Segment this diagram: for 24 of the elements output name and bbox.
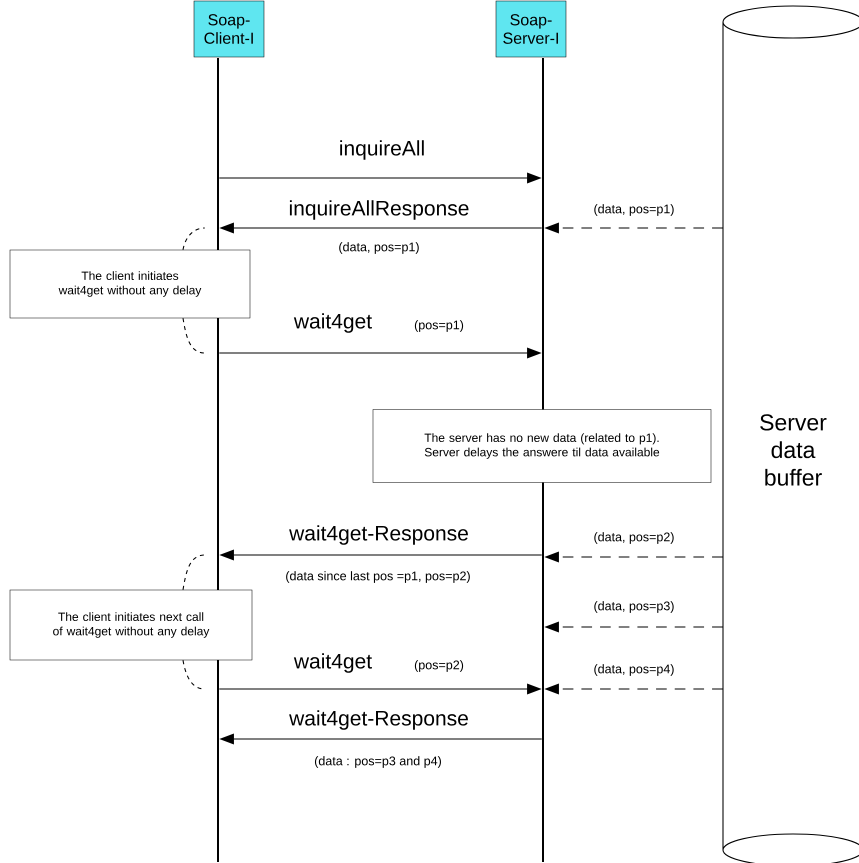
note-box: The client initiates wait4get without any delay (10, 250, 250, 318)
parameter-label: (data since last pos =p1, pos=p2) (286, 571, 470, 583)
message-label: wait4get (294, 653, 372, 673)
participant-box: Soap-Client-I (194, 0, 264, 58)
note-box: The client initiates next call of wait4get without any delay (10, 590, 252, 660)
leader-line (182, 227, 205, 250)
data-label: (data, pos=p2) (592, 530, 676, 546)
parameter-label: (data : pos=p3 and p4) (314, 756, 441, 768)
message-label: wait4get-Response (289, 710, 468, 730)
note-box: The server has no new data (related to p1). Server delays the answere til data available (372, 409, 712, 483)
data-label: (data, pos=p1) (592, 202, 676, 218)
leader-line (182, 554, 205, 590)
leader-line (182, 318, 205, 354)
message-label: inquireAll (340, 140, 424, 160)
participant-box: Soap-Server-I (496, 0, 566, 58)
message-label: wait4get-Response (289, 525, 468, 545)
message-label: wait4get (294, 313, 372, 333)
data-label: (data, pos=p4) (592, 662, 676, 678)
parameter-label: (data, pos=p1) (339, 242, 419, 254)
message-label: inquireAllResponse (290, 200, 468, 220)
data-label: (data, pos=p3) (592, 600, 676, 614)
buffer-cylinder: Server data buffer (722, 5, 859, 863)
parameter-label: (pos=p1) (414, 320, 464, 332)
parameter-label: (pos=p2) (414, 660, 464, 672)
